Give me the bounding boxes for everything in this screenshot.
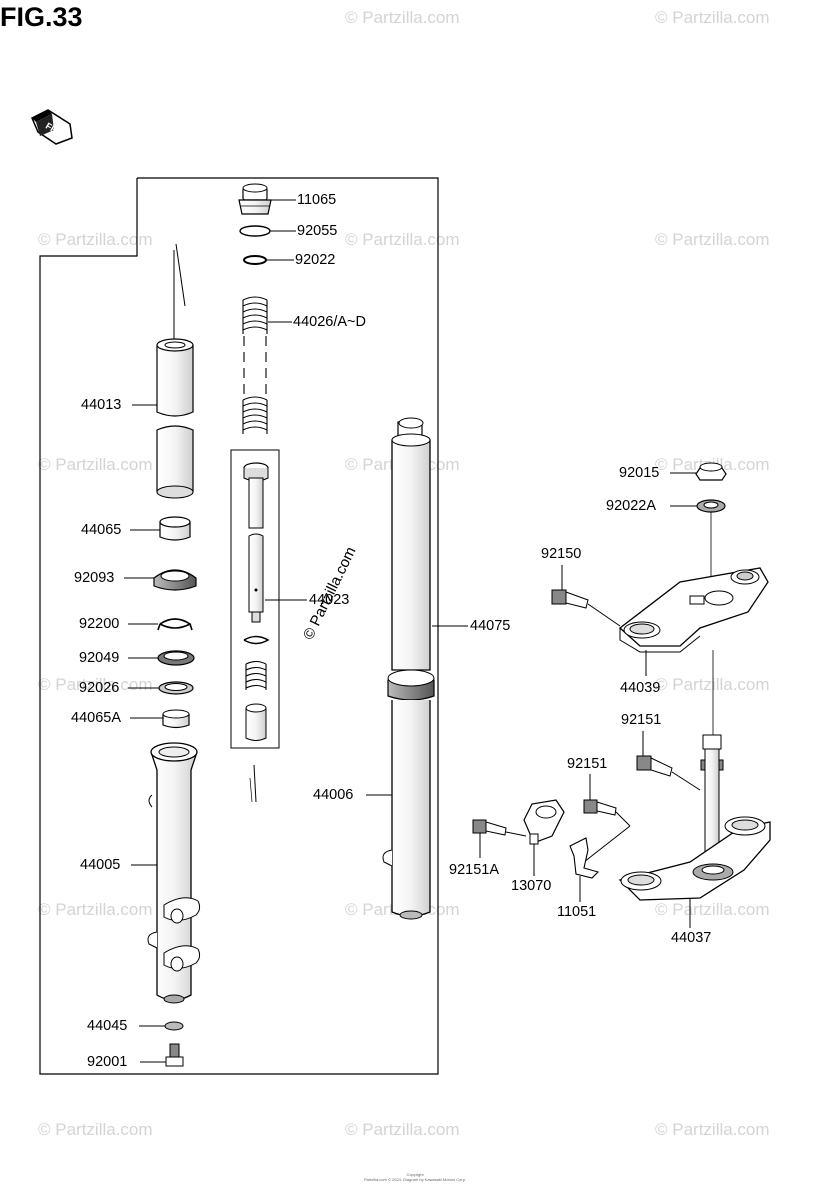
watermark: © Partzilla.com [655,675,770,694]
part-label-92026: 92026 [79,680,120,696]
front-arrow-icon: FR [31,109,73,145]
part-label-44013: 44013 [81,397,122,413]
part-label-44075: 44075 [470,618,511,634]
washer [243,255,267,265]
part-label-44026: 44026/A~D [293,314,366,330]
part-label-44023: 44023 [309,592,350,608]
steering-stem [618,650,771,901]
drain-bolt [165,1043,184,1067]
fork-spring [242,296,268,434]
hose-guide [523,799,565,845]
damper-rod [243,462,269,623]
part-label-13070: 13070 [511,878,552,894]
watermark: © Partzilla.com [655,230,770,249]
part-label-44065: 44065 [81,522,122,538]
figure-title: FIG.33 [0,2,83,32]
part-label-92055: 92055 [297,223,338,239]
bracket-bolt-2 [583,799,617,816]
watermark: © Partzilla.com [655,1120,770,1139]
watermark: © Partzilla.com [38,230,153,249]
watermark: © Partzilla.com [345,230,460,249]
footer-line-1: Copyright [406,1172,424,1177]
snap-ring [243,635,270,645]
part-label-44065A: 44065A [71,710,121,726]
stem-washer [696,499,726,513]
watermark: © Partzilla.com [38,455,153,474]
part-label-92022A: 92022A [606,498,656,514]
part-label-92093: 92093 [74,570,115,586]
inner-tube [156,338,194,499]
watermark: © Partzilla.com [655,8,770,27]
part-label-92022: 92022 [295,252,336,268]
outer-tube [147,742,201,1004]
part-label-44037: 44037 [671,930,712,946]
part-label-11051: 11051 [557,904,597,920]
o-ring [239,225,271,237]
part-label-44005: 44005 [80,857,121,873]
stem-nut [695,462,727,481]
part-label-92049: 92049 [79,650,120,666]
bushing-lower [162,709,190,729]
watermark: © Partzilla.com [345,1120,460,1139]
fork-tube-assembly [382,417,435,920]
oil-seal [157,650,195,666]
clamp-bolt [551,589,589,609]
footer-line-2: Partzilla.com © 2024. Diagram by Kawasak… [363,1177,467,1182]
rebound-spring [245,660,267,690]
dust-seal [153,569,197,591]
part-label-92151-upper: 92151 [621,712,662,728]
part-label-44039: 44039 [620,680,661,696]
part-label-92015: 92015 [619,465,660,481]
part-label-92151A: 92151A [449,862,499,878]
drain-washer [164,1021,184,1031]
watermark: © Partzilla.com [38,1120,153,1139]
copyright-footer: Copyright Partzilla.com © 2024. Diagram … [360,1172,470,1182]
top-cap-bolt [238,183,272,215]
part-label-44006: 44006 [313,787,354,803]
small-bracket [569,837,600,879]
upper-bracket [618,567,769,653]
part-label-92150: 92150 [541,546,582,562]
bracket-bolt [472,819,507,836]
watermark: © Partzilla.com [38,675,153,694]
watermark: © Partzilla.com [38,900,153,919]
seal-washer [158,681,194,695]
watermark: © Partzilla.com [655,900,770,919]
pinch-bolt [636,755,673,777]
circlip [157,618,193,631]
watermark: © Partzilla.com [345,8,460,27]
part-label-92200: 92200 [79,616,120,632]
bushing [159,516,191,541]
part-label-92151-middle: 92151 [567,756,608,772]
part-label-44045: 44045 [87,1018,128,1034]
part-label-92001: 92001 [87,1054,128,1070]
oil-lock-piece [245,703,267,741]
fork-assembly-outline [39,177,439,1075]
part-label-11065: 11065 [297,192,337,208]
cartridge-group-box [230,449,280,749]
